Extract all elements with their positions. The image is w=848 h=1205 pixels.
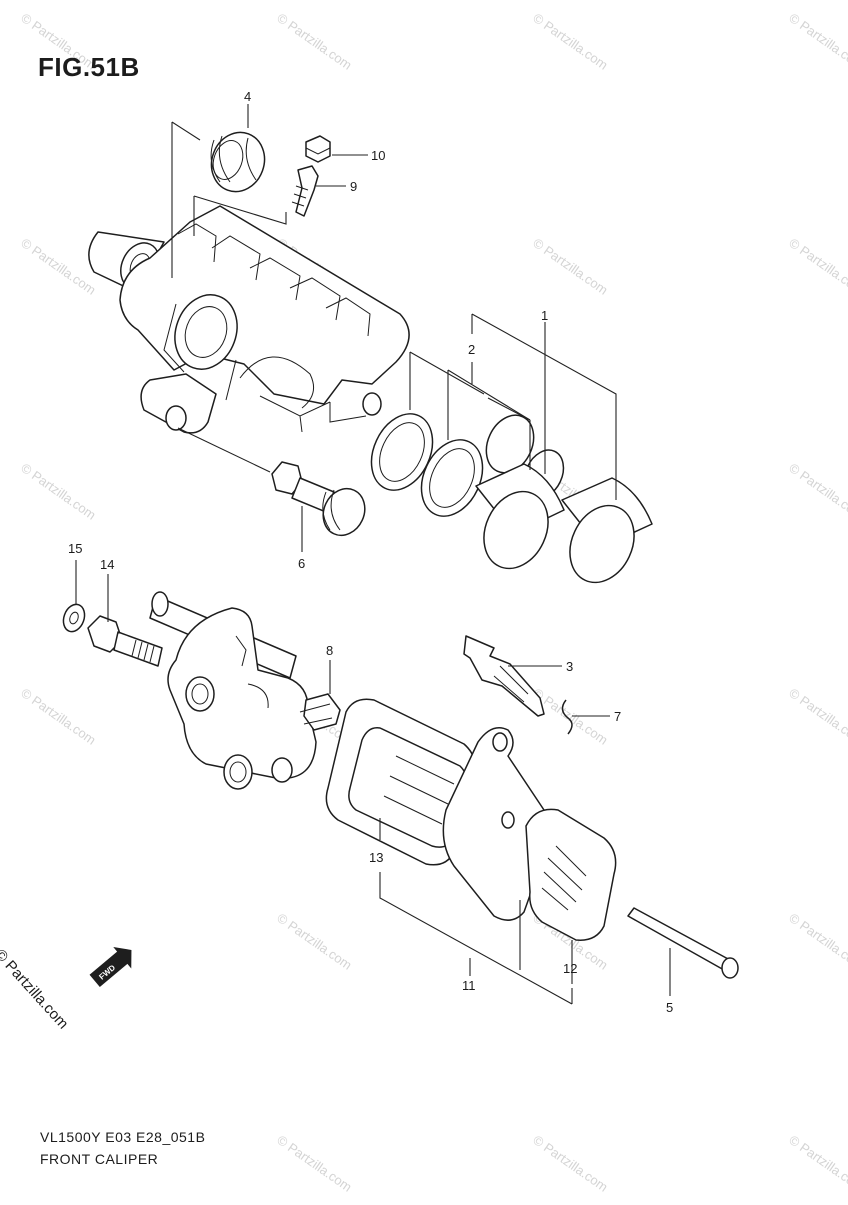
watermark: © Partzilla.com [530, 235, 610, 298]
callout-14: 14 [100, 557, 114, 572]
callout-7: 7 [614, 709, 621, 724]
figure-title: FIG.51B [38, 52, 140, 82]
caliper-body [88, 205, 410, 434]
part-8-clip [299, 693, 341, 731]
watermark: © Partzilla.com [18, 685, 98, 748]
footer-section-name: FRONT CALIPER [40, 1151, 159, 1167]
part-13-pad [325, 698, 477, 866]
part-6-pin [271, 461, 366, 537]
callout-2: 2 [468, 342, 475, 357]
part-9-bleeder [291, 165, 319, 217]
part-10-cap [305, 135, 331, 163]
callout-6: 6 [298, 556, 305, 571]
callout-layer: 4 10 9 1 2 6 15 14 8 3 7 13 11 12 5 [68, 89, 673, 1015]
part-3-spring [463, 635, 545, 717]
callout-15: 15 [68, 541, 82, 556]
watermark: © Partzilla.com [786, 235, 848, 298]
callout-1: 1 [541, 308, 548, 323]
callout-10: 10 [371, 148, 385, 163]
part-2-seals [370, 413, 565, 517]
watermark: © Partzilla.com [786, 460, 848, 523]
callout-12: 12 [563, 961, 577, 976]
fwd-arrow-icon: FWD [89, 946, 132, 987]
watermark: © Partzilla.com [530, 1132, 610, 1195]
watermark: © Partzilla.com [786, 10, 848, 73]
callout-4: 4 [244, 89, 251, 104]
part-12-shim [525, 808, 617, 941]
watermark: © Partzilla.com [274, 910, 354, 973]
leader-lines [75, 104, 671, 1005]
part-1-pistons [475, 463, 653, 584]
watermark: © Partzilla.com [786, 685, 848, 748]
part-7-clip [561, 699, 573, 735]
footer-model-code: VL1500Y E03 E28_051B [40, 1129, 206, 1145]
part-15-washer [62, 603, 86, 633]
part-14-bolt [87, 615, 163, 667]
watermark: © Partzilla.com [786, 1132, 848, 1195]
watermark: © Partzilla.com [18, 235, 98, 298]
watermark: © Partzilla.com [274, 10, 354, 73]
callout-13: 13 [369, 850, 383, 865]
watermark: © Partzilla.com [274, 1132, 354, 1195]
part-5-pin [627, 907, 739, 979]
callout-8: 8 [326, 643, 333, 658]
callout-5: 5 [666, 1000, 673, 1015]
watermark: © Partzilla.com [530, 10, 610, 73]
callout-11: 11 [462, 978, 476, 993]
watermark: © Partzilla.com [18, 460, 98, 523]
callout-3: 3 [566, 659, 573, 674]
watermark: © Partzilla.com [786, 910, 848, 973]
caliper-bracket [149, 591, 317, 790]
callout-9: 9 [350, 179, 357, 194]
watermark-layer: © Partzilla.com © Partzilla.com © Partzi… [18, 10, 848, 1195]
part-4-boot [210, 131, 266, 193]
